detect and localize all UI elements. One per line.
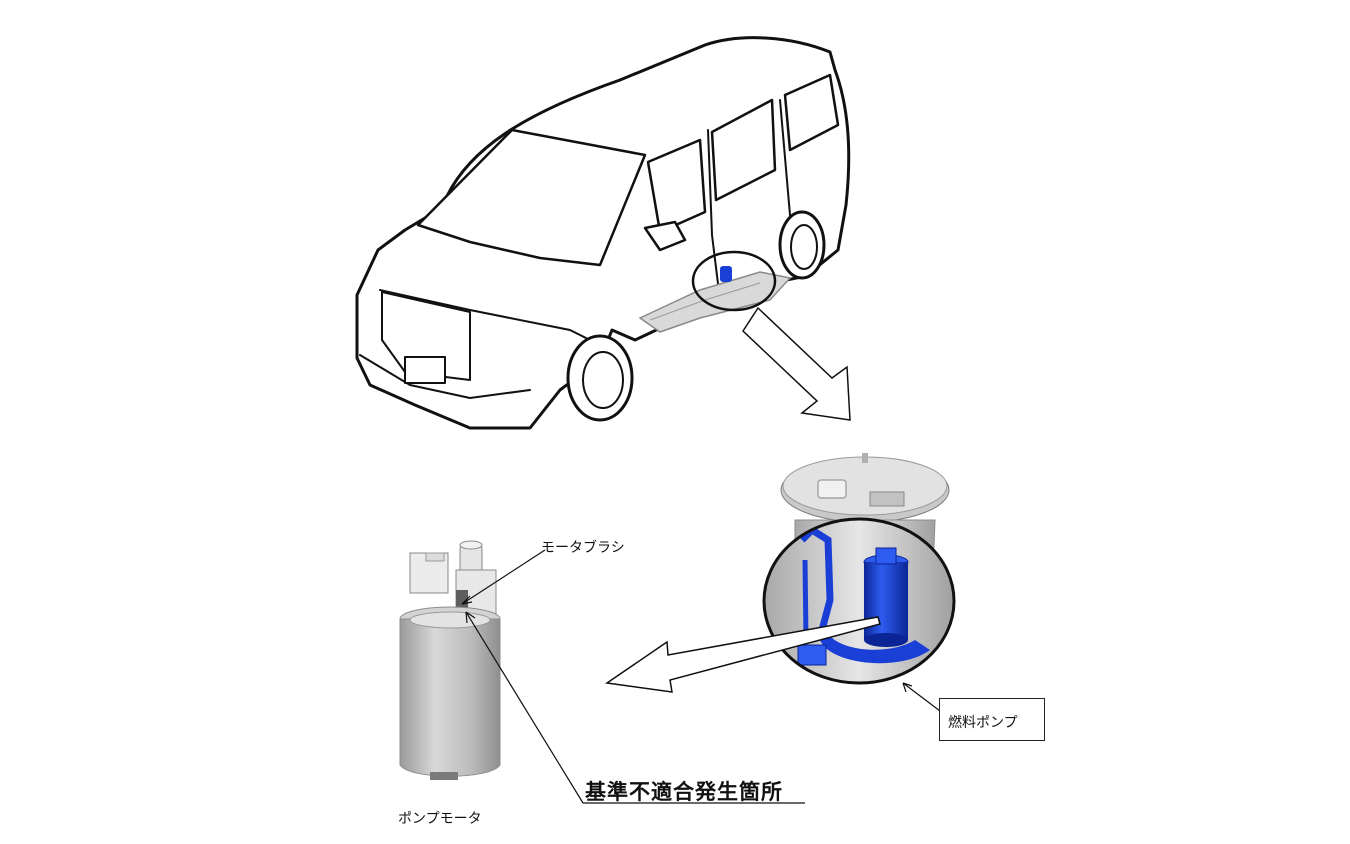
van-rear-wheel-rim — [790, 224, 818, 270]
van-side-mirror — [643, 220, 687, 252]
motor-brush-label: モータブラシ — [541, 540, 625, 556]
van-side-window-mid — [710, 98, 777, 202]
van-side-window-front — [646, 138, 707, 234]
van-door-line — [707, 129, 721, 301]
fuel-pump-leader — [902, 682, 941, 712]
fuel-pump-zoom-circle — [762, 517, 956, 685]
fuel-pump-module — [762, 453, 956, 685]
arrow-to-fuel-pump-module — [742, 306, 851, 421]
fuel-pump-in-tank — [720, 266, 732, 282]
pump-motor — [399, 540, 501, 780]
fuel-pump-label-box — [939, 698, 1045, 741]
van-license-plate — [404, 356, 446, 384]
defect-leader — [465, 611, 805, 804]
van-windshield — [416, 128, 647, 267]
arrow-to-pump-motor — [604, 616, 881, 693]
motor-brush-leader — [461, 549, 546, 605]
pump-location-circle — [691, 250, 777, 312]
van-front-wheel-rim — [582, 351, 624, 409]
defect-location-label: 基準不適合発生箇所 — [585, 780, 783, 804]
minivan-illustration — [355, 36, 851, 430]
pump-motor-label: ポンプモータ — [398, 811, 482, 827]
van-side-window-rear — [783, 73, 840, 152]
fuel-pump-label: 燃料ポンプ — [948, 715, 1018, 731]
